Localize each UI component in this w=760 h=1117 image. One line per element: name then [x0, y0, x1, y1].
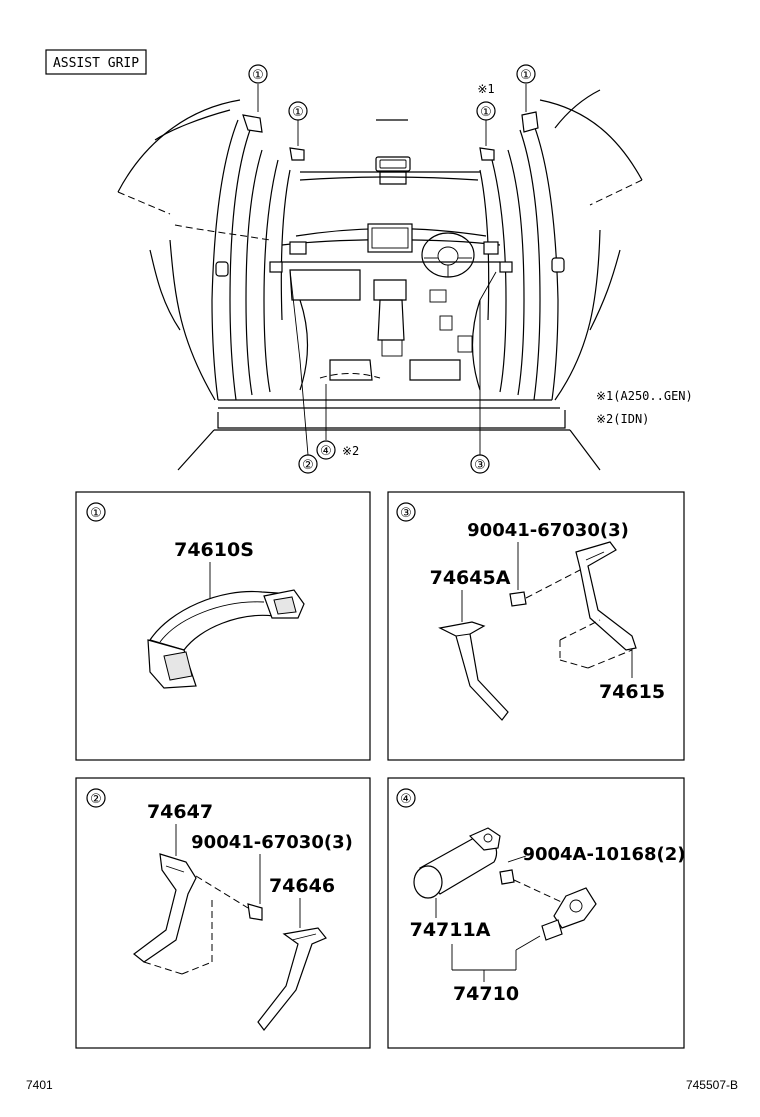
note-mark-2: ※2	[342, 444, 359, 458]
svg-text:①: ①	[480, 105, 492, 120]
note-1-text: ※1(A250..GEN)	[596, 389, 693, 403]
svg-text:③: ③	[474, 458, 486, 473]
callout-1-left-inner: ①	[288, 101, 308, 121]
panel-3: ③ 90041-67030(3) 74645A 74615	[387, 491, 685, 761]
panel-2-label: ②	[90, 792, 102, 807]
part-90041-67030-p3: 90041-67030(3)	[467, 520, 629, 541]
footer-drawing-number: 745507-B	[686, 1078, 738, 1092]
panel-1-label: ①	[90, 506, 102, 521]
svg-text:④: ④	[320, 444, 332, 459]
callout-1-left-outer: ①	[248, 64, 268, 84]
part-74645A: 74645A	[430, 567, 511, 589]
svg-text:①: ①	[520, 68, 532, 83]
panel-3-label: ③	[400, 506, 412, 521]
note-2-text: ※2(IDN)	[596, 412, 649, 426]
callout-1-right-inner: ①	[476, 101, 496, 121]
part-74711A: 74711A	[410, 919, 491, 941]
panel-1: ① 74610S	[75, 491, 371, 761]
svg-text:①: ①	[292, 105, 304, 120]
panel-4: ④ 9004A-10168(2) 74711A 74710	[387, 777, 686, 1049]
panel-2: ② 74647 90041-67030(3) 74646	[75, 777, 371, 1049]
footer-page-code: 7401	[26, 1078, 53, 1092]
part-74615: 74615	[599, 681, 665, 703]
title-box	[45, 49, 147, 75]
coat-hook-grip-part	[413, 827, 501, 899]
part-74647: 74647	[147, 801, 213, 823]
part-74646: 74646	[269, 875, 335, 897]
part-90041-67030-p2: 90041-67030(3)	[191, 832, 353, 853]
callout-1-right-outer: ①	[516, 64, 536, 84]
callout-3: ③	[470, 454, 490, 474]
part-74610S: 74610S	[174, 539, 254, 561]
callout-2: ②	[298, 454, 318, 474]
callout-4: ④	[316, 440, 336, 460]
assist-grip-part	[147, 589, 305, 689]
svg-text:①: ①	[252, 68, 264, 83]
part-9004A-10168: 9004A-10168(2)	[522, 844, 685, 865]
diagram-title: ASSIST GRIP	[53, 56, 139, 71]
part-74710: 74710	[453, 983, 519, 1005]
svg-text:②: ②	[302, 458, 314, 473]
note-mark-1: ※1	[477, 82, 494, 96]
panel-4-label: ④	[400, 792, 412, 807]
vehicle-interior-illustration	[117, 84, 643, 471]
